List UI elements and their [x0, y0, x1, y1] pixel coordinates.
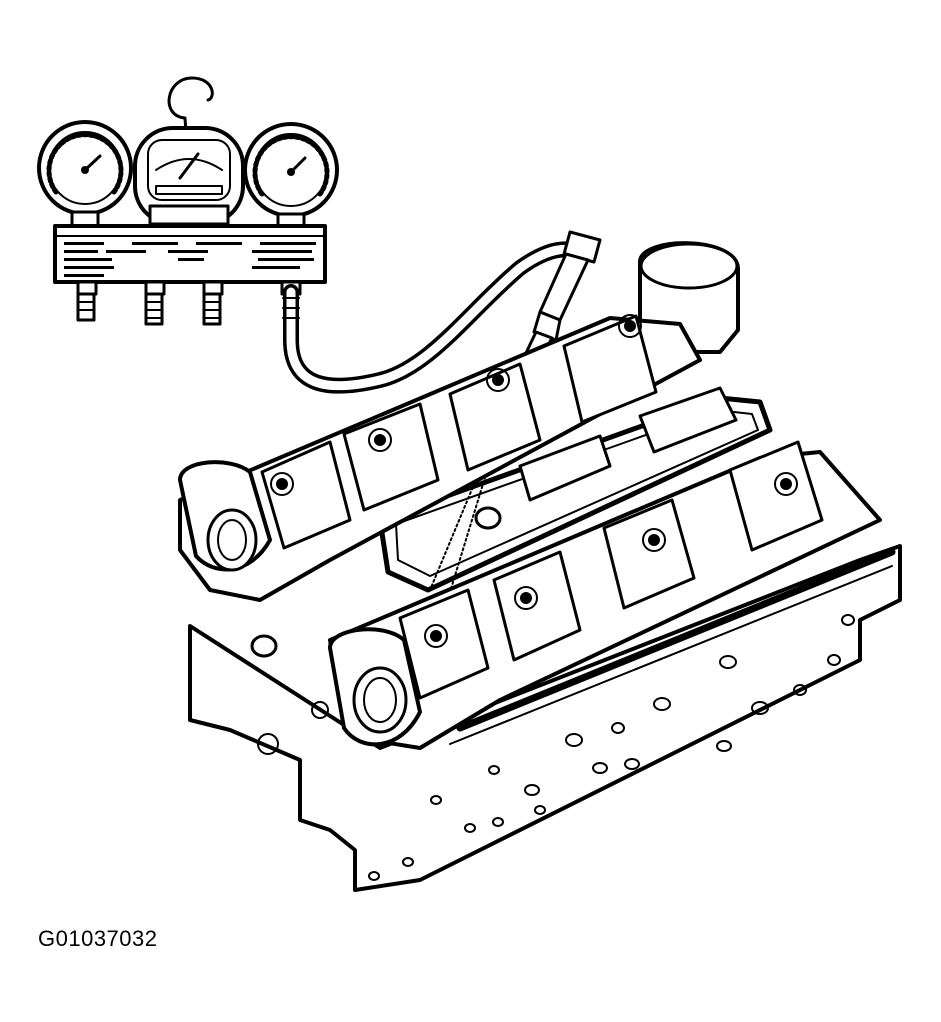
head-bolt-holes: [257, 614, 855, 881]
center-vacuum-gauge: [133, 126, 245, 226]
hanger-hook: [167, 76, 214, 134]
figure-id-label: G01037032: [38, 926, 158, 951]
hose-fittings: [76, 280, 302, 326]
camshaft-front: [250, 440, 882, 750]
camshaft-rear: [178, 314, 702, 602]
right-pressure-gauge: [243, 122, 339, 232]
manifold-block: [53, 224, 327, 284]
cylinder-head: [188, 241, 902, 892]
gauge-manifold: [37, 76, 339, 326]
left-pressure-gauge: [37, 120, 133, 230]
test-hose: [282, 241, 580, 394]
spark-plug-wells: [474, 386, 738, 530]
